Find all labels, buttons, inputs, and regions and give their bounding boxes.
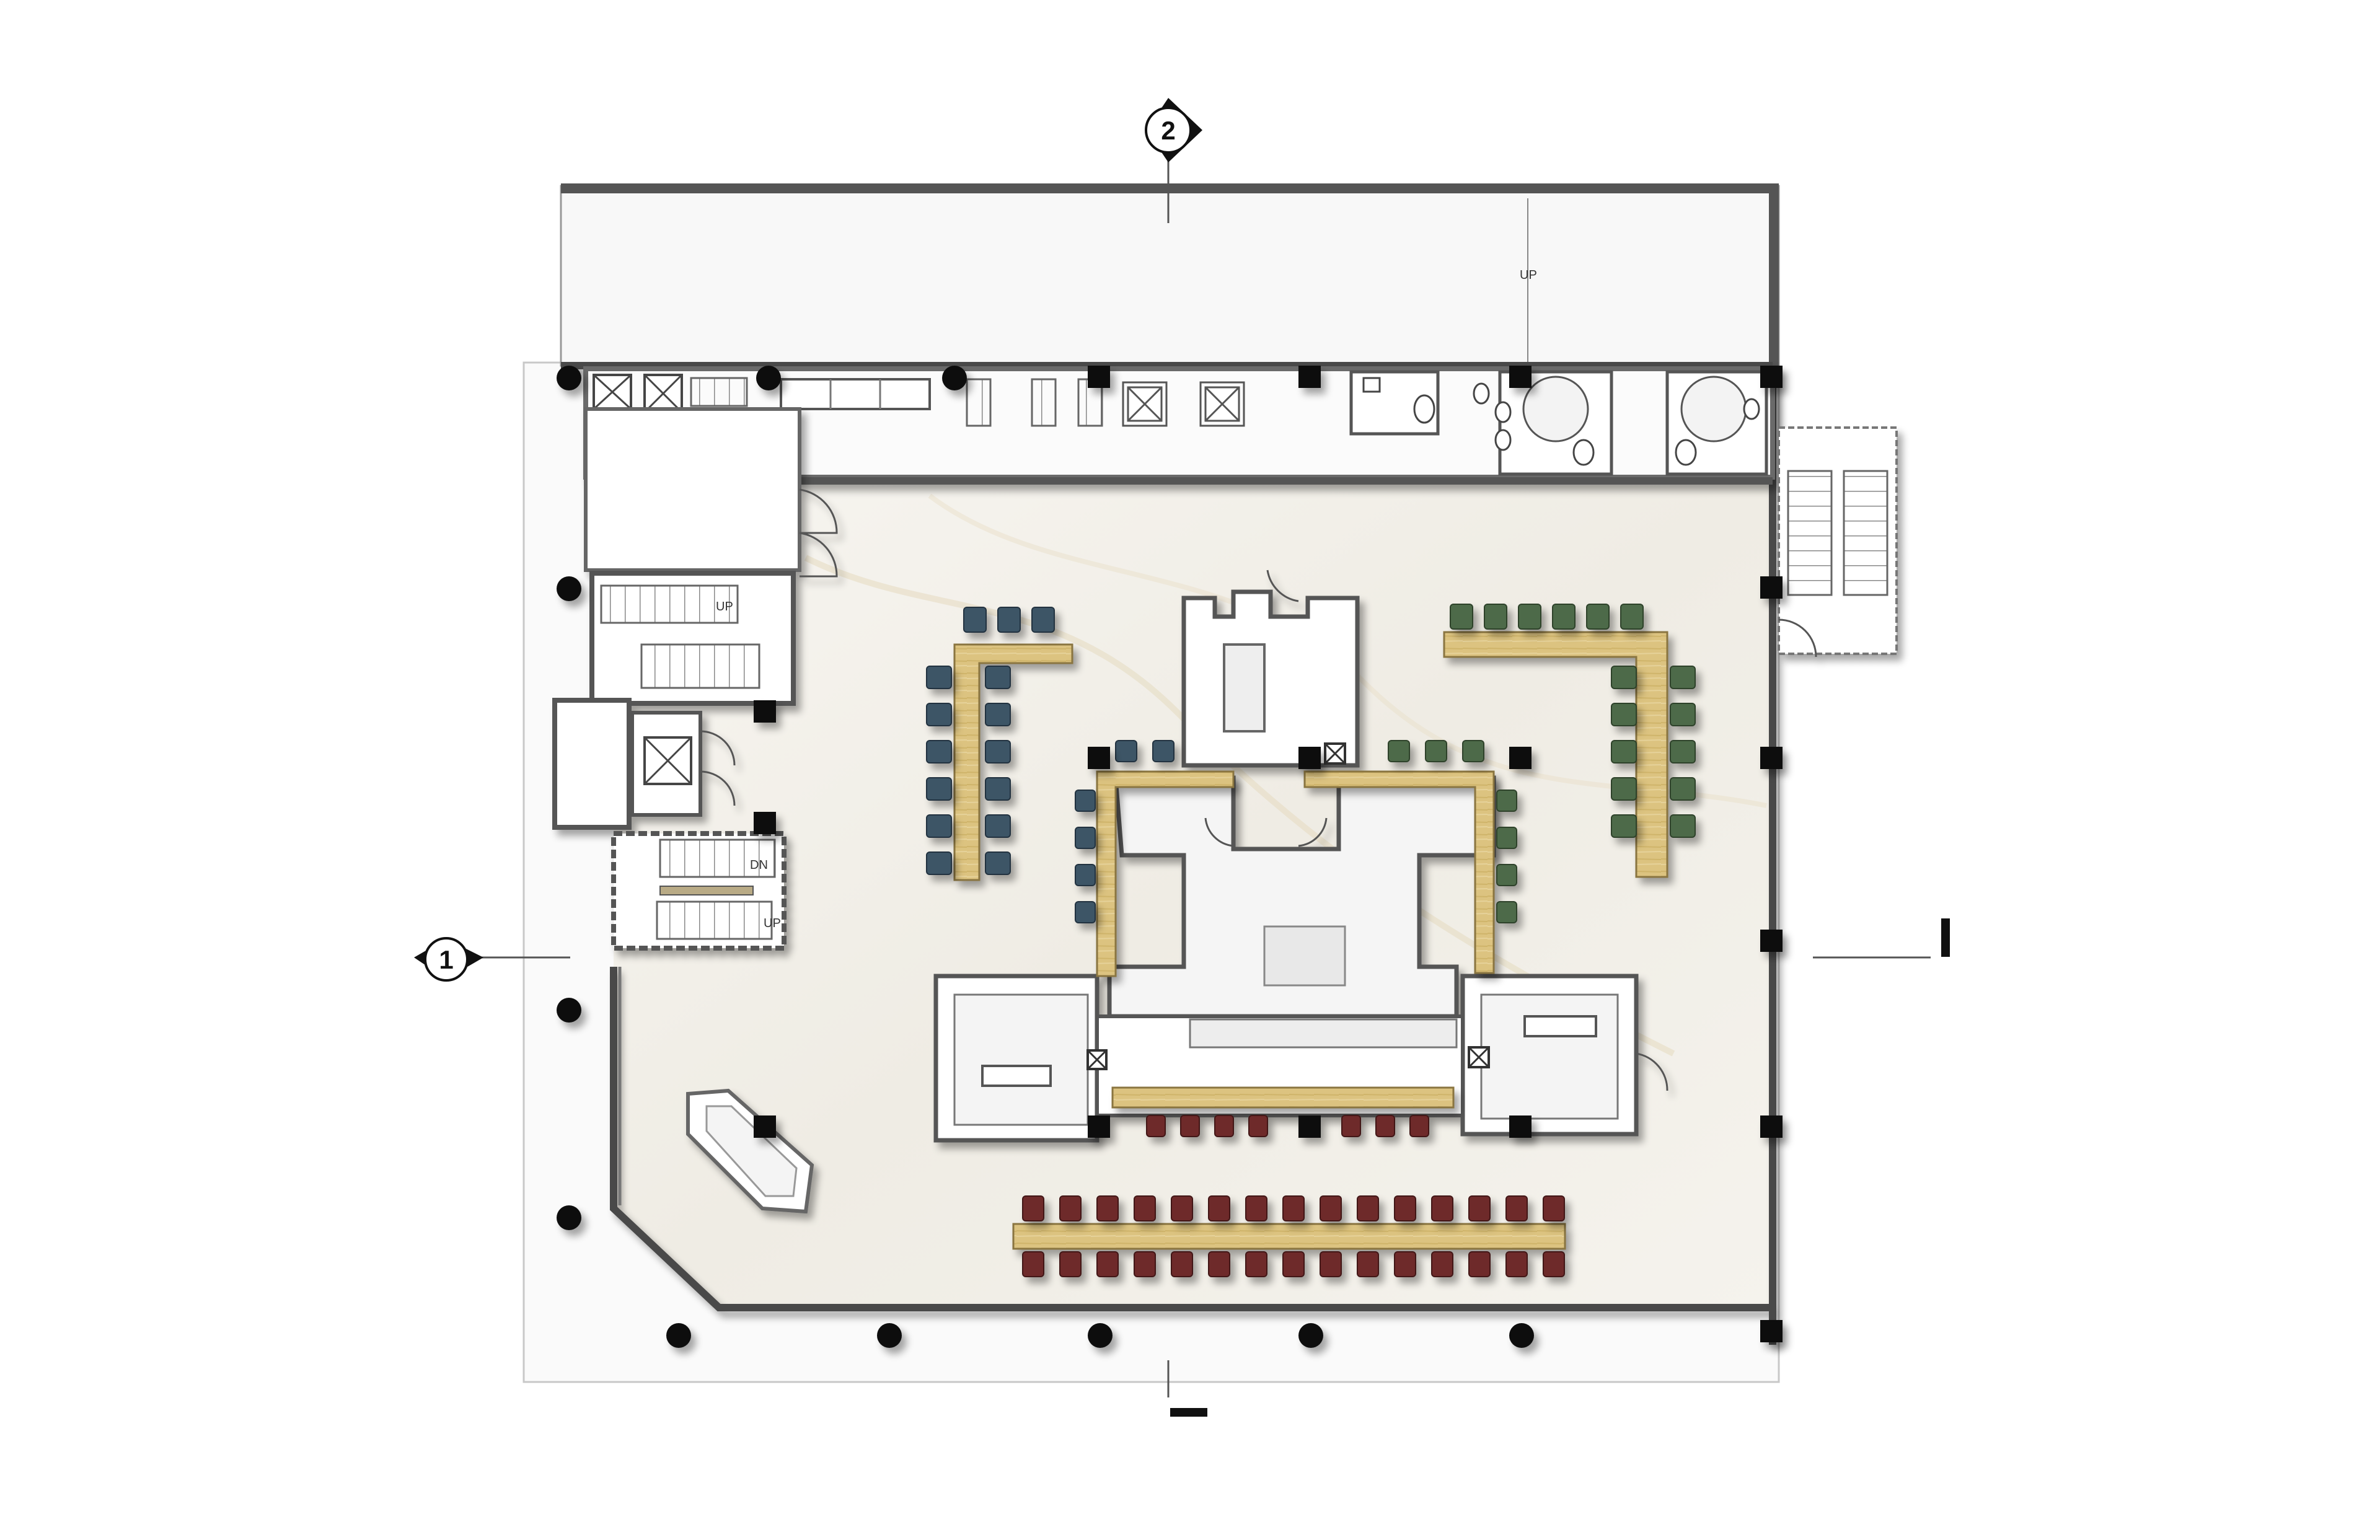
terrace-up-label: UP <box>1520 268 1537 282</box>
stair-dn-label: DN <box>750 858 768 872</box>
column-icon <box>1298 366 1321 388</box>
door-swing-icon <box>1266 570 1299 602</box>
section-marker-2-label: 2 <box>1161 116 1175 145</box>
door-swing-icon <box>1636 1052 1668 1091</box>
column-icon <box>754 812 776 834</box>
staircase-icon <box>659 838 776 878</box>
column-icon <box>557 576 581 601</box>
staircase-icon <box>1787 470 1833 596</box>
sink-icon <box>1743 398 1760 420</box>
column-icon <box>756 366 781 390</box>
column-icon <box>557 366 581 390</box>
column-icon <box>1088 747 1110 769</box>
column-icon <box>1298 1323 1323 1348</box>
top-terrace: UP <box>560 183 1780 369</box>
staircase-icon <box>600 584 739 624</box>
door-swing-icon <box>799 488 838 534</box>
column-icon <box>666 1323 691 1348</box>
toilet-icon <box>1572 439 1595 466</box>
door-swing-icon <box>700 730 736 766</box>
staircase-icon <box>640 643 760 689</box>
column-icon <box>1509 747 1532 769</box>
column-icon <box>1088 1115 1110 1138</box>
column-icon <box>1760 366 1783 388</box>
section-cut-lines <box>1167 918 1950 1417</box>
door-swing-icon <box>799 532 838 578</box>
sink-icon <box>1473 382 1490 405</box>
column-icon <box>942 366 967 390</box>
toilet-icon <box>1675 439 1697 466</box>
staircase-icon <box>690 377 748 407</box>
staircase-icon <box>1843 470 1889 596</box>
column-icon <box>1760 930 1783 952</box>
column-icon <box>1509 366 1532 388</box>
section-marker-1: 1 <box>414 937 570 982</box>
left-core: UP DN UP <box>552 407 838 951</box>
external-stair <box>1778 426 1898 658</box>
section-marker-2: 2 <box>1145 98 1202 223</box>
column-icon <box>754 1115 776 1138</box>
column-icon <box>1760 747 1783 769</box>
door-swing-icon <box>700 770 736 806</box>
section-marker-1-label: 1 <box>439 945 453 974</box>
column-icon <box>557 1205 581 1230</box>
column-icon <box>557 998 581 1023</box>
reading-counters <box>953 631 1668 1250</box>
column-icon <box>1088 1323 1113 1348</box>
chairs-green <box>1388 604 1696 923</box>
staircase-icon <box>966 378 992 427</box>
sink-icon <box>1494 401 1512 423</box>
staircase-icon <box>656 900 773 940</box>
column-icon <box>877 1323 902 1348</box>
exterior-walls <box>561 362 1776 1345</box>
structural-columns <box>557 366 1783 1348</box>
column-icon <box>1298 1115 1321 1138</box>
cafe-table <box>1122 381 1245 427</box>
column-icon <box>1088 366 1110 388</box>
info-desk <box>686 1088 814 1214</box>
column-icon <box>1509 1115 1532 1138</box>
stair-up-label-1: UP <box>716 600 733 614</box>
chairs-red <box>1022 1115 1565 1277</box>
column-icon <box>1760 1115 1783 1138</box>
column-icon <box>754 700 776 723</box>
stair-up-label-2: UP <box>764 917 781 930</box>
door-swing-icon <box>1298 817 1328 847</box>
column-icon <box>1760 576 1783 599</box>
door-swing-icon <box>1204 817 1234 847</box>
column-icon <box>1760 1320 1783 1342</box>
staircase-icon <box>1031 378 1057 427</box>
door-swing-icon <box>1778 618 1817 658</box>
column-icon <box>1298 747 1321 769</box>
column-icon <box>1509 1323 1534 1348</box>
toilet-icon <box>1413 394 1435 424</box>
sink-icon <box>1494 429 1512 451</box>
chairs-blue <box>926 607 1175 923</box>
